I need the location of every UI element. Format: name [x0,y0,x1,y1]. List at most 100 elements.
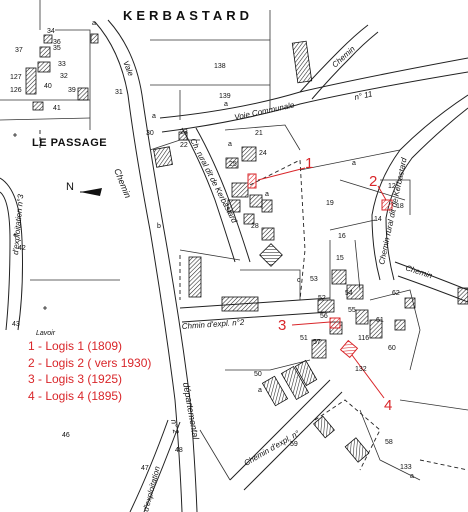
building [221,296,259,312]
building [25,67,37,95]
parcel-number: 24 [259,150,267,157]
boundary [150,39,271,110]
building [457,287,468,305]
survey-cross-icon [13,133,17,137]
parcel-number: 62 [392,290,400,297]
logis-2-building [381,199,393,211]
parcel-number: 31 [115,89,123,96]
parcel-number: 32 [60,73,68,80]
callout-lines [257,167,387,399]
road-chemin-south-edge [311,31,379,100]
dashed-line [314,399,381,471]
boundary [225,359,311,371]
road-expl3-east-edge [0,177,23,331]
parcel-number: 28 [251,223,259,230]
road-rural-east-west-edge [371,94,468,281]
road-expl-south-east-edge [143,421,181,512]
callout-4: 4 [384,397,392,414]
building [261,227,275,241]
building [404,297,416,309]
dashed-line [249,159,306,301]
parcel-number: 33 [58,61,66,68]
road-expl3-west-edge [0,191,11,331]
parcel-number: a [410,473,414,480]
parcel-number: 15 [336,255,344,262]
logis-3-building [329,317,341,329]
parcel-number: 37 [15,47,23,54]
parcel-number: 36 [53,39,61,46]
building [317,299,335,313]
legend-item-logis-2: 2 - Logis 2 ( vers 1930) [28,355,152,370]
north-arrow-icon [80,188,102,196]
parcel-number: 34 [47,28,55,35]
logis-1-building [247,173,257,189]
building [178,131,188,141]
parcel-number: 19 [326,200,334,207]
parcel-number: a [258,387,262,394]
boundary [339,179,406,201]
legend-item-logis-3: 3 - Logis 3 (1925) [28,372,123,386]
building [77,87,89,101]
boundary [224,124,301,151]
building [369,319,383,339]
road-expl-south-west-edge [129,419,169,512]
road-communale-south-edge [161,71,468,133]
building [261,199,273,213]
building [346,284,364,300]
building [32,101,44,111]
parcel-boundaries [0,0,468,481]
north-arrow-label: N [66,181,74,193]
boundary [380,179,411,215]
building [344,437,370,463]
parcel-number: 54 [345,290,353,297]
boundary [39,0,91,130]
parcel-number: 48 [175,447,183,454]
parcel-number: 25 [229,161,237,168]
building [249,194,263,208]
road-kerbastard-west-edge [181,127,236,263]
boundary [179,249,241,261]
parcel-number: 16 [338,233,346,240]
parcel-number: 60 [388,345,396,352]
road-label-voie-communale: Voie Communale [234,100,296,122]
parcel-number: 138 [214,63,226,70]
parcel-number: 21 [255,130,263,137]
building [313,415,335,439]
boundary [369,289,421,371]
parcel-number: 12 [388,183,396,190]
survey-markers [13,133,47,310]
building [37,61,51,73]
road-departemental-west-edge [94,21,183,512]
parcel-number: a [228,141,232,148]
parcel-number: 127 [10,74,22,81]
boundary [199,429,231,481]
road-expl-bottom-south-edge [243,391,343,491]
parcel-number: 61 [376,317,384,324]
parcel-number: a [224,101,228,108]
parcel-number: 18 [396,203,404,210]
parcel-number: 35 [53,45,61,52]
parcel-number: 39 [68,87,76,94]
parcel-number: 47 [141,465,149,472]
road-rural-east-east-edge [385,107,468,281]
building [43,34,53,44]
label-lavoir: Lavoir [36,330,56,337]
callout-3-line [291,321,331,326]
parcel-number: 41 [53,105,61,112]
parcel-number: 116 [358,335,369,342]
building [259,243,283,267]
parcel-number: 132 [355,366,367,373]
parcel-number: 55 [348,307,356,314]
dashed-lines [39,130,468,471]
boundary [359,409,421,481]
building [294,359,318,387]
road-departemental-east-edge [107,19,198,512]
parcel-number: 51 [300,335,308,342]
road-label-ch-expl-n2: Chmin d'expl. n°2 [182,318,246,331]
parcel-number: a [265,191,269,198]
parcel-number: 126 [10,87,22,94]
place-kerbastard: KERBASTARD [123,8,253,23]
parcel-number: 42 [18,245,26,252]
parcel-number: a [352,160,356,167]
